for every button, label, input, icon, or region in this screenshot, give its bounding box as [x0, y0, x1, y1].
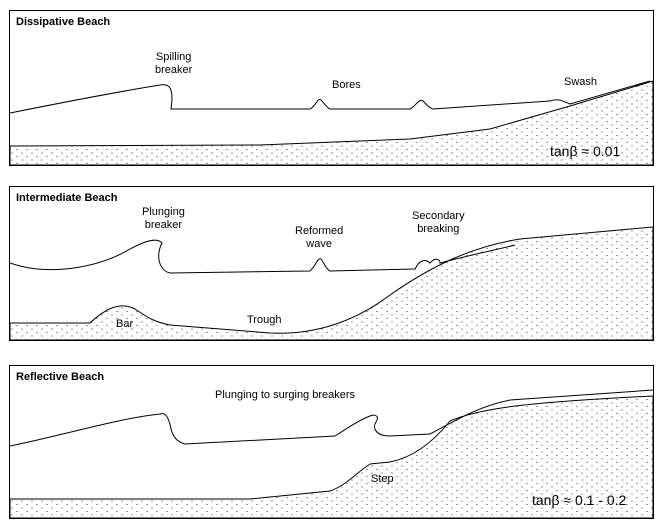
slope-label: tanβ ≈ 0.1 - 0.2: [532, 492, 627, 508]
secondary-breaking-label: Secondary breaking: [412, 210, 465, 235]
panel-title: Intermediate Beach: [16, 192, 118, 204]
seabed-sand: [10, 80, 653, 165]
bores-label: Bores: [332, 79, 361, 91]
reflective-beach-diagram: [10, 389, 653, 518]
dissipative-beach-diagram: [10, 80, 653, 165]
seabed-sand: [10, 226, 653, 340]
trough-label: Trough: [247, 314, 282, 326]
plunging-surging-label: Plunging to surging breakers: [215, 389, 356, 401]
dissipative-beach-panel: Dissipative Beach Spilling breaker Bores…: [9, 10, 654, 166]
spilling-breaker-label: Spilling breaker: [155, 51, 193, 76]
panel-title: Dissipative Beach: [16, 16, 111, 28]
plunging-breaker-label: Plunging breaker: [142, 206, 185, 231]
reflective-beach-panel: Reflective Beach Plunging to surging bre…: [9, 365, 654, 519]
swash-label: Swash: [564, 76, 598, 88]
water-surface: [10, 239, 516, 274]
water-surface: [10, 80, 651, 114]
slope-label: tanβ ≈ 0.01: [550, 143, 621, 159]
water-surface: [10, 389, 653, 447]
seabed-sand: [10, 395, 653, 518]
panel-title: Reflective Beach: [16, 371, 105, 383]
intermediate-beach-panel: Intermediate Beach Plunging breaker Refo…: [9, 186, 654, 341]
intermediate-beach-diagram: [10, 226, 653, 340]
bar-label: Bar: [116, 318, 134, 330]
step-label: Step: [371, 473, 394, 485]
reformed-wave-label: Reformed wave: [295, 225, 344, 250]
